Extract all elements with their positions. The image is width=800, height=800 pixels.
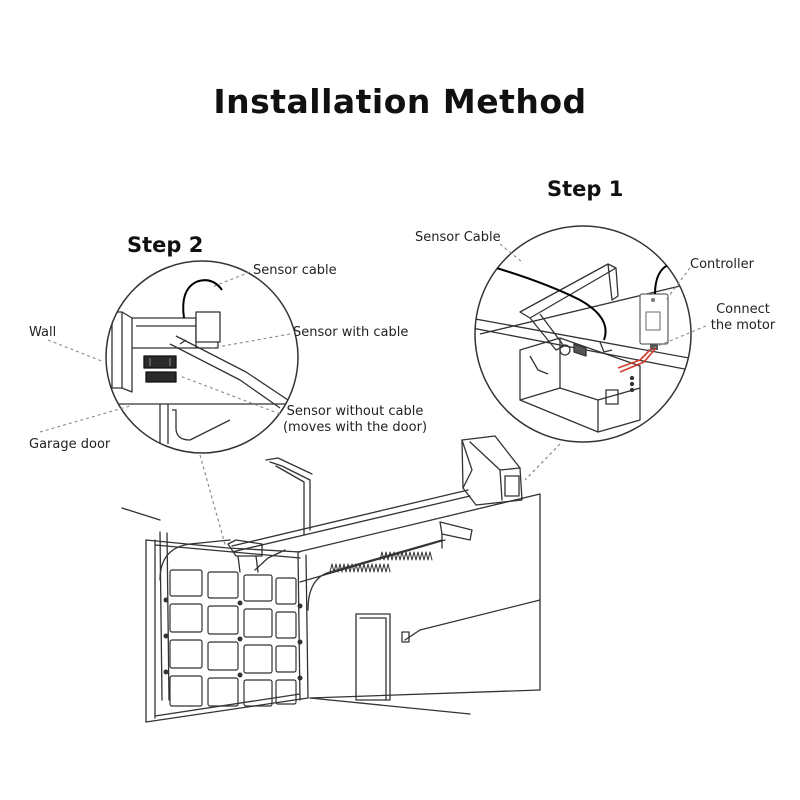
- controller-wire-red: [617, 347, 653, 369]
- leader-step1-to-opener: [524, 443, 561, 481]
- label-sensor-without-cable-line1: Sensor without cable: [286, 404, 424, 419]
- leader-wall: [47, 339, 105, 363]
- zoom-leaders: [199, 443, 561, 549]
- garage-scene: [121, 435, 541, 723]
- label-step2-sensor-cable: Sensor cable: [253, 263, 337, 278]
- side-door: [355, 613, 391, 701]
- controller-module-closeup: [639, 293, 669, 350]
- label-leaders: [39, 243, 707, 433]
- leader-garage-door: [39, 405, 131, 433]
- floor-line: [309, 697, 471, 715]
- label-sensor-with-cable: Sensor with cable: [293, 325, 409, 340]
- leader-step2-to-door: [199, 454, 227, 549]
- ceiling-edge-right: [297, 493, 541, 553]
- right-wall-diag: [419, 599, 541, 631]
- door-arm-closeup: [169, 335, 289, 409]
- door-arm: [254, 549, 286, 571]
- leader-step1-sensor-cable: [499, 243, 523, 263]
- leader-connect-motor: [647, 325, 707, 351]
- label-step1-sensor-cable: Sensor Cable: [415, 230, 501, 245]
- right-track-curve: [307, 539, 443, 611]
- opener-unit: [461, 435, 523, 506]
- left-track: [159, 531, 170, 701]
- label-connect-motor-line1: Connect: [716, 302, 770, 317]
- sensor-bottom-piece: [145, 371, 177, 383]
- step1-heading: Step 1: [547, 177, 624, 201]
- back-wall-floor: [309, 689, 541, 699]
- sensor-top-piece: [143, 355, 177, 369]
- leader-step2-sensor-cable: [211, 271, 251, 288]
- left-track-curve: [159, 539, 231, 581]
- label-garage-door: Garage door: [29, 437, 111, 452]
- label-sensor-without-cable: Sensor without cable (moves with the doo…: [270, 404, 440, 436]
- door-frame: [145, 539, 309, 723]
- ceiling-hanger: [269, 461, 311, 535]
- label-controller: Controller: [690, 257, 754, 272]
- right-wall-diag2: [404, 629, 421, 641]
- spring-bracket: [439, 521, 473, 541]
- label-wall: Wall: [29, 325, 57, 340]
- door-panels: [169, 569, 297, 707]
- sensor-with-cable: [195, 311, 221, 343]
- door-hinges: [163, 597, 303, 681]
- torsion-spring: [329, 551, 433, 573]
- door-bracket: [227, 539, 263, 557]
- leader-sensor-with-cable: [211, 333, 291, 349]
- door-top-header: [145, 539, 301, 553]
- torsion-bar: [299, 539, 446, 583]
- step2-heading: Step 2: [127, 233, 204, 257]
- label-sensor-without-cable-line2: (moves with the door): [282, 420, 428, 435]
- leader-controller: [665, 267, 691, 301]
- step1-zoom-circle: [474, 225, 692, 443]
- step2-zoom-circle: [105, 260, 299, 454]
- wall-button: [401, 631, 410, 643]
- label-connect-motor: Connect the motor: [703, 302, 783, 334]
- label-connect-motor-line2: the motor: [710, 318, 776, 333]
- ceiling-edge-left: [121, 507, 161, 521]
- page-title: Installation Method: [213, 82, 587, 121]
- sensor-cable-closeup: [182, 279, 223, 319]
- sensor-cable-closeup-step1: [475, 261, 607, 341]
- opener-rail: [231, 489, 471, 553]
